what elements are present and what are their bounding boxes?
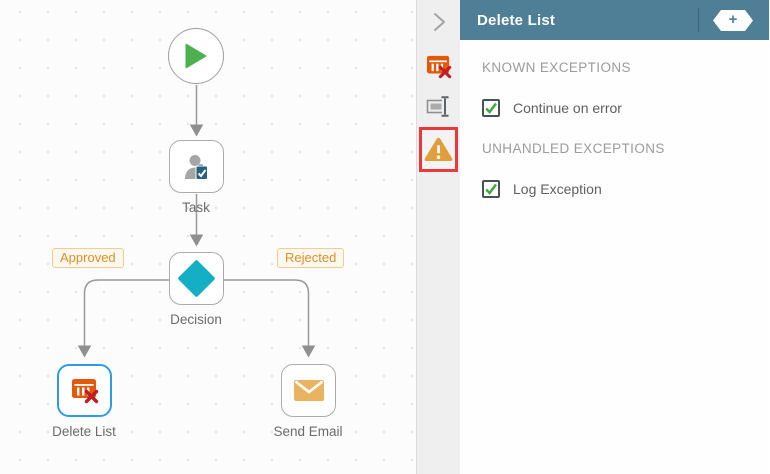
sidebar-tab-exceptions[interactable] [419, 127, 458, 172]
delete-list-icon [426, 55, 451, 78]
connector-lines [77, 85, 316, 358]
header-divider [698, 8, 699, 32]
collapse-panel-button[interactable] [417, 2, 460, 42]
node-label-decision: Decision [170, 312, 222, 327]
branch-label-approved[interactable]: Approved [52, 248, 124, 268]
user-task-icon [184, 154, 208, 180]
panel-content: KNOWN EXCEPTIONS Continue on error UNHAN… [460, 40, 769, 242]
workflow-canvas[interactable]: Task Approved Rejected Decision Delete L… [0, 0, 417, 474]
checkbox-log-exception[interactable] [482, 180, 500, 198]
checkbox-continue-on-error[interactable] [482, 99, 500, 117]
node-task[interactable] [169, 140, 224, 193]
properties-sidebar [417, 0, 460, 474]
setting-row: Log Exception [482, 180, 747, 198]
checkmark-icon [485, 102, 497, 114]
properties-panel: Delete List + KNOWN EXCEPTIONS Continue … [460, 0, 769, 474]
setting-row: Continue on error [482, 99, 747, 117]
branch-label-rejected[interactable]: Rejected [277, 248, 345, 268]
add-button[interactable]: + [713, 10, 753, 31]
node-delete-list[interactable] [57, 364, 112, 417]
node-send-email[interactable] [281, 364, 336, 417]
node-label-send-email: Send Email [273, 424, 343, 439]
sidebar-tab-delete-list[interactable] [417, 46, 460, 86]
play-icon [185, 43, 207, 69]
node-decision[interactable] [169, 252, 224, 305]
section-heading-known-exceptions: KNOWN EXCEPTIONS [482, 60, 631, 75]
exception-warning-icon [424, 137, 453, 162]
panel-header: Delete List + [460, 0, 769, 40]
node-label-delete-list: Delete List [52, 424, 116, 439]
checkmark-icon [485, 183, 497, 195]
collapse-chevron-icon [433, 13, 445, 31]
checkbox-label: Log Exception [513, 181, 602, 197]
checkbox-label: Continue on error [513, 100, 622, 116]
node-label-task: Task [182, 200, 210, 215]
decision-diamond-icon [177, 259, 216, 298]
node-start[interactable] [168, 28, 224, 84]
delete-list-icon [71, 379, 98, 404]
panel-title: Delete List [477, 11, 556, 29]
section-heading-unhandled-exceptions: UNHANDLED EXCEPTIONS [482, 141, 665, 156]
sidebar-tab-rename[interactable] [417, 86, 460, 126]
rename-icon [426, 95, 448, 117]
send-email-icon [293, 380, 324, 401]
